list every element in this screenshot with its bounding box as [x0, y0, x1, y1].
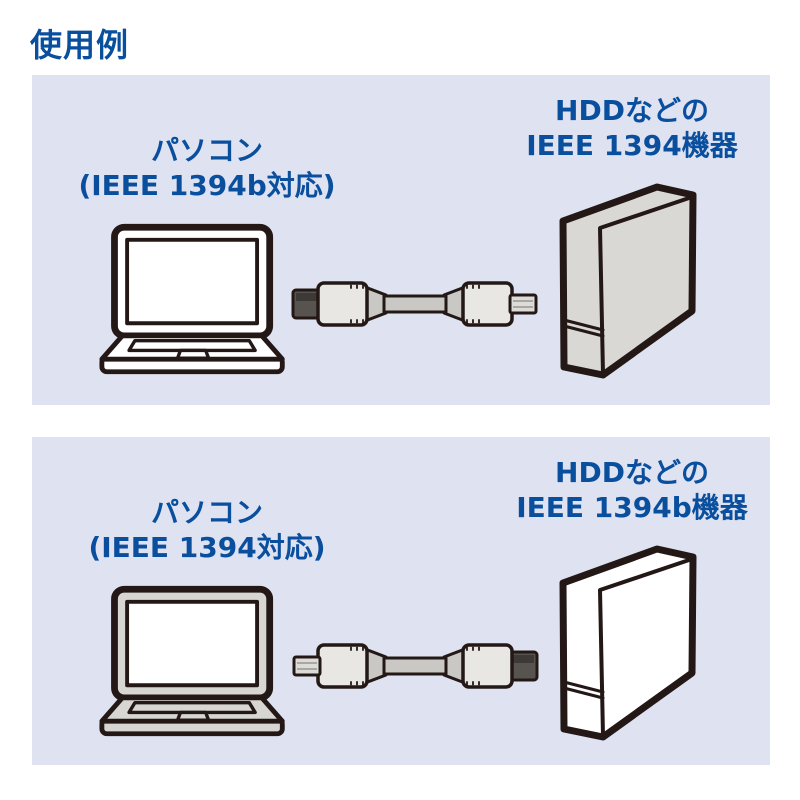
- hdd-slot-line-top: [562, 680, 605, 694]
- cable-cord: [382, 656, 448, 676]
- plug-body-right: [316, 643, 369, 689]
- usage-example-panel-2: パソコン (IEEE 1394対応) HDDなどの IEEE 1394b機器: [32, 437, 770, 765]
- page-title: 使用例: [30, 26, 130, 64]
- connector-4pin-lines: [513, 300, 533, 308]
- laptop-icon: [99, 585, 285, 737]
- plug-grip-ridges-left: [466, 646, 480, 686]
- hdd-edge-lines: [598, 557, 694, 738]
- laptop-screen: [125, 599, 260, 688]
- connector-9pin-shading: [296, 293, 320, 301]
- connector-4pin-lines: [297, 662, 317, 670]
- device-label: HDDなどの IEEE 1394機器: [472, 93, 792, 164]
- plug-body-right: [461, 281, 514, 327]
- plug-body-left: [461, 643, 514, 689]
- computer-label-line2: (IEEE 1394対応): [88, 531, 326, 565]
- plug-grip-ridges-left: [350, 284, 364, 324]
- hdd-slot-line-top: [562, 318, 605, 332]
- hdd-slot-line-bottom: [562, 686, 605, 700]
- laptop-icon: [99, 223, 285, 375]
- hdd-icon: [559, 183, 697, 379]
- laptop-keyboard: [127, 339, 257, 353]
- cable-cord: [382, 294, 448, 314]
- connector-4pin-light: [292, 655, 322, 677]
- hdd-icon: [559, 545, 697, 741]
- computer-label: パソコン (IEEE 1394対応): [42, 495, 372, 566]
- computer-label-line1: パソコン: [150, 134, 263, 167]
- hdd-body: [559, 183, 697, 379]
- firewire-cable-icon: [292, 643, 539, 689]
- usage-example-panel-1: パソコン (IEEE 1394b対応) HDDなどの IEEE 1394機器: [32, 75, 770, 405]
- device-label-line2: IEEE 1394機器: [526, 129, 738, 163]
- laptop-screen: [125, 237, 260, 326]
- connector-4pin-light: [508, 293, 538, 315]
- computer-label-line1: パソコン: [150, 496, 263, 529]
- laptop-keyboard: [127, 701, 257, 715]
- device-label: HDDなどの IEEE 1394b機器: [472, 455, 792, 526]
- plug-body-left: [316, 281, 369, 327]
- hdd-body: [559, 545, 697, 741]
- plug-grip-ridges-right: [350, 646, 364, 686]
- device-label-line1: HDDなどの: [555, 94, 709, 127]
- plug-grip-ridges-right: [466, 284, 480, 324]
- computer-label-line2: (IEEE 1394b対応): [78, 169, 336, 203]
- hdd-edge-lines: [598, 195, 694, 376]
- firewire-cable-icon: [291, 281, 538, 327]
- computer-label: パソコン (IEEE 1394b対応): [42, 133, 372, 204]
- device-label-line1: HDDなどの: [555, 456, 709, 489]
- laptop-trackpad: [175, 348, 211, 360]
- connector-9pin-shading: [510, 655, 534, 663]
- hdd-slot-line-bottom: [562, 324, 605, 338]
- laptop-trackpad: [175, 710, 211, 722]
- device-label-line2: IEEE 1394b機器: [516, 491, 748, 525]
